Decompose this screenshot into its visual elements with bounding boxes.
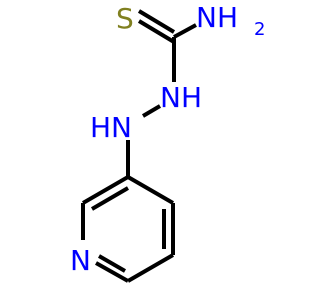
ring-bond-c6-n1-inner — [98, 254, 126, 273]
hydrazine-nh-label: NH — [160, 81, 202, 114]
bond-n-n — [141, 104, 162, 118]
ring-bond-c2-c3 — [81, 175, 130, 205]
ring-bond-c6-n1 — [95, 261, 129, 283]
bonds — [81, 9, 197, 283]
molecule-diagram: S NH 2 NH HN N — [70, 1, 265, 283]
ring-bond-c5-c6 — [126, 253, 175, 283]
bond-c-nh2 — [173, 23, 197, 39]
ring-bond-c2-c3-inner — [90, 186, 130, 211]
amine-subscript-label: 2 — [254, 19, 265, 40]
sulfur-atom-label: S — [116, 2, 134, 35]
hydrazine-hn-label: HN — [90, 111, 132, 144]
pyridine-n-label: N — [70, 244, 91, 277]
bond-c-s-double-2 — [137, 9, 176, 34]
ring-bond-c3-c4 — [126, 175, 175, 205]
atom-labels: S NH 2 NH HN N — [70, 1, 265, 277]
bond-c-s-double-1 — [137, 19, 176, 44]
amine-nh-label: NH — [196, 1, 238, 34]
